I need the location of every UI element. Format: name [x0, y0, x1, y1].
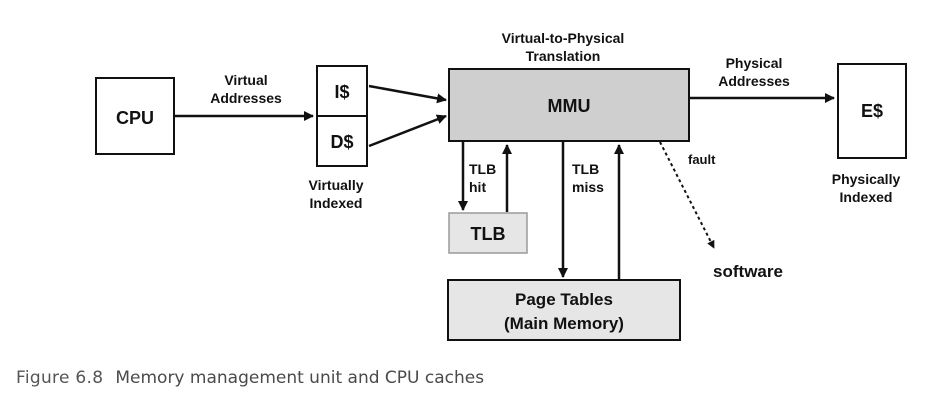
translation-label-line1: Virtual-to-Physical [502, 30, 625, 46]
figure-caption: Figure 6.8 Memory management unit and CPU… [16, 368, 484, 388]
physically-indexed-label-line1: Physically [832, 171, 901, 187]
tlb-miss-label-line1: TLB [572, 161, 599, 177]
figure-number: Figure 6.8 [16, 368, 104, 388]
tlb-label: TLB [471, 224, 506, 244]
cpu-box [95, 77, 175, 155]
fault-label: fault [688, 152, 716, 167]
page-tables-label-line1: Page Tables [515, 290, 613, 309]
figure-caption-text: Memory management unit and CPU caches [115, 368, 485, 388]
physical-addresses-label-line1: Physical [726, 55, 783, 71]
ecache-box [837, 63, 907, 159]
mmu-label: MMU [548, 96, 591, 116]
virtually-indexed-label-line1: Virtually [309, 177, 364, 193]
page-tables-box [447, 279, 681, 341]
virtually-indexed-label-line2: Indexed [310, 195, 363, 211]
physically-indexed-label-line2: Indexed [840, 189, 893, 205]
translation-label-line2: Translation [526, 48, 601, 64]
arrow-dcache-to-mmu [368, 114, 447, 148]
physical-addresses-label-line2: Addresses [718, 73, 790, 89]
virtual-addresses-label-line1: Virtual [224, 72, 267, 88]
ecache-label: E$ [861, 101, 883, 121]
mmu-box [448, 68, 690, 142]
icache-label: I$ [334, 82, 349, 102]
dcache-label: D$ [330, 132, 353, 152]
arrow-icache-to-mmu [368, 84, 447, 104]
software-label: software [713, 262, 783, 281]
tlb-hit-label-line1: TLB [469, 161, 496, 177]
cpu-label: CPU [116, 108, 154, 128]
virtual-addresses-label-line2: Addresses [210, 90, 282, 106]
tlb-hit-label-line2: hit [469, 179, 486, 195]
tlb-miss-label-line2: miss [572, 179, 604, 195]
dcache-box [316, 115, 368, 167]
arrow-fault-to-software [659, 141, 715, 249]
page-tables-label-line2: (Main Memory) [504, 314, 624, 333]
tlb-box [448, 212, 528, 254]
